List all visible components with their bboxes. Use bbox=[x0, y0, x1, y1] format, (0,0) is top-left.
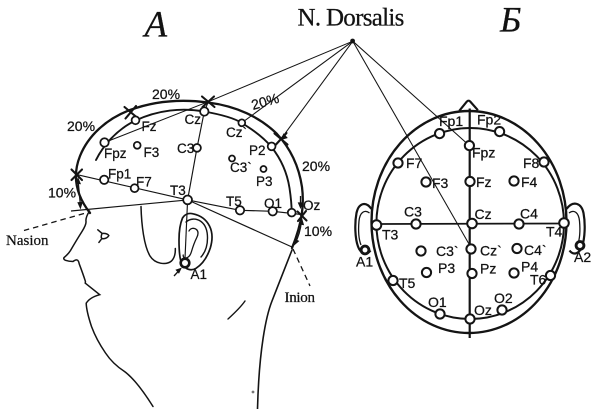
svg-text:Б: Б bbox=[499, 0, 521, 40]
svg-text:Fp1: Fp1 bbox=[108, 167, 131, 182]
svg-text:F3: F3 bbox=[144, 145, 160, 160]
svg-text:P4: P4 bbox=[521, 259, 538, 275]
svg-text:Cz`: Cz` bbox=[226, 125, 247, 140]
svg-text:C4`: C4` bbox=[524, 242, 547, 258]
svg-text:T3: T3 bbox=[170, 183, 186, 198]
svg-text:P3: P3 bbox=[256, 174, 273, 189]
svg-text:20%: 20% bbox=[152, 86, 180, 102]
svg-text:A2: A2 bbox=[574, 249, 591, 265]
svg-text:C3`: C3` bbox=[436, 243, 459, 259]
svg-text:T3: T3 bbox=[382, 227, 399, 243]
svg-text:Inion: Inion bbox=[285, 290, 316, 306]
svg-text:Oz: Oz bbox=[303, 198, 321, 213]
svg-text:Fz: Fz bbox=[476, 174, 492, 190]
svg-text:C3: C3 bbox=[404, 204, 422, 220]
svg-text:10%: 10% bbox=[48, 185, 76, 201]
svg-text:Fpz: Fpz bbox=[104, 146, 127, 161]
svg-text:20%: 20% bbox=[67, 118, 95, 134]
svg-text:T6: T6 bbox=[530, 272, 547, 288]
svg-text:Cz: Cz bbox=[185, 112, 202, 127]
svg-text:P3: P3 bbox=[438, 260, 455, 276]
svg-text:N. Dorsalis: N. Dorsalis bbox=[298, 5, 404, 32]
svg-text:Nasion: Nasion bbox=[6, 233, 49, 249]
svg-text:F3: F3 bbox=[432, 175, 449, 191]
svg-text:A1: A1 bbox=[356, 254, 373, 270]
svg-text:Cz`: Cz` bbox=[480, 243, 502, 259]
svg-text:F4: F4 bbox=[521, 174, 538, 190]
svg-text:T4: T4 bbox=[546, 224, 563, 240]
svg-text:Oz: Oz bbox=[474, 302, 492, 318]
svg-text:Pz: Pz bbox=[480, 261, 496, 277]
svg-text:Fp1: Fp1 bbox=[439, 113, 463, 129]
svg-text:А: А bbox=[142, 5, 168, 46]
svg-text:20%: 20% bbox=[249, 90, 280, 113]
svg-text:C4: C4 bbox=[520, 206, 538, 222]
svg-text:Fpz: Fpz bbox=[472, 145, 495, 161]
svg-text:A1: A1 bbox=[191, 267, 208, 282]
svg-text:P2: P2 bbox=[249, 143, 266, 158]
svg-text:F8: F8 bbox=[523, 155, 540, 171]
svg-text:Cz: Cz bbox=[475, 206, 492, 222]
svg-text:F7: F7 bbox=[406, 155, 423, 171]
svg-text:20%: 20% bbox=[302, 158, 330, 174]
svg-text:T5: T5 bbox=[226, 194, 242, 209]
svg-text:Fz: Fz bbox=[142, 119, 157, 134]
svg-text:C3`: C3` bbox=[230, 160, 252, 175]
svg-text:C3: C3 bbox=[177, 141, 194, 156]
svg-text:F7: F7 bbox=[136, 175, 152, 190]
svg-text:O1: O1 bbox=[428, 294, 447, 310]
svg-text:T5: T5 bbox=[399, 275, 416, 291]
svg-text:O2: O2 bbox=[494, 290, 513, 306]
svg-text:Fp2: Fp2 bbox=[477, 112, 501, 128]
svg-text:10%: 10% bbox=[304, 223, 332, 239]
svg-text:O1: O1 bbox=[264, 196, 282, 211]
